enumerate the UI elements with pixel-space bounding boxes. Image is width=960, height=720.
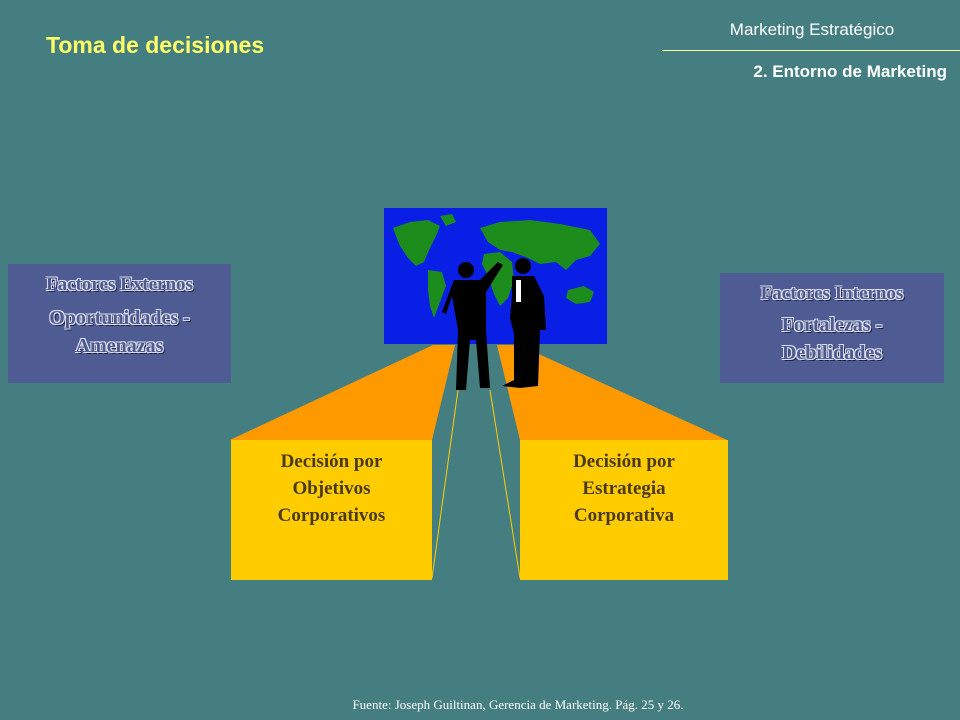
- decision-objectives-line2: Objetivos: [292, 478, 371, 499]
- internal-factors-heading: Factores Internos: [760, 283, 904, 304]
- external-factors-box: Factores Externos Oportunidades - Amenaz…: [8, 264, 231, 383]
- decision-objectives-box: Decisión por Objetivos Corporativos: [231, 440, 432, 580]
- connector-left: [431, 389, 459, 579]
- external-factors-line1: Oportunidades -: [49, 307, 190, 329]
- course-label: Marketing Estratégico: [729, 20, 895, 39]
- header-divider: [662, 50, 960, 51]
- connector-right: [489, 389, 521, 579]
- internal-factors-line2: Debilidades: [781, 342, 883, 364]
- source-citation: Fuente: Joseph Guiltinan, Gerencia de Ma…: [352, 697, 684, 712]
- decision-objectives-line1: Decisión por: [280, 451, 383, 472]
- internal-factors-box: Factores Internos Fortalezas - Debilidad…: [720, 273, 944, 383]
- page-title: Toma de decisiones: [46, 32, 265, 58]
- decision-objectives-line3: Corporativos: [277, 505, 386, 526]
- beam-right: [497, 345, 727, 440]
- section-label: 2. Entorno de Marketing: [753, 62, 947, 81]
- internal-factors-line1: Fortalezas -: [781, 314, 883, 336]
- businessmen-silhouette-icon: [442, 258, 546, 390]
- external-factors-heading: Factores Externos: [46, 274, 193, 295]
- decision-strategy-box: Decisión por Estrategia Corporativa: [520, 440, 728, 580]
- decision-strategy-line2: Estrategia: [582, 478, 666, 499]
- decision-strategy-line1: Decisión por: [573, 451, 675, 472]
- external-factors-line2: Amenazas: [75, 335, 164, 357]
- beam-left: [230, 345, 455, 440]
- decision-strategy-line3: Corporativa: [573, 505, 675, 526]
